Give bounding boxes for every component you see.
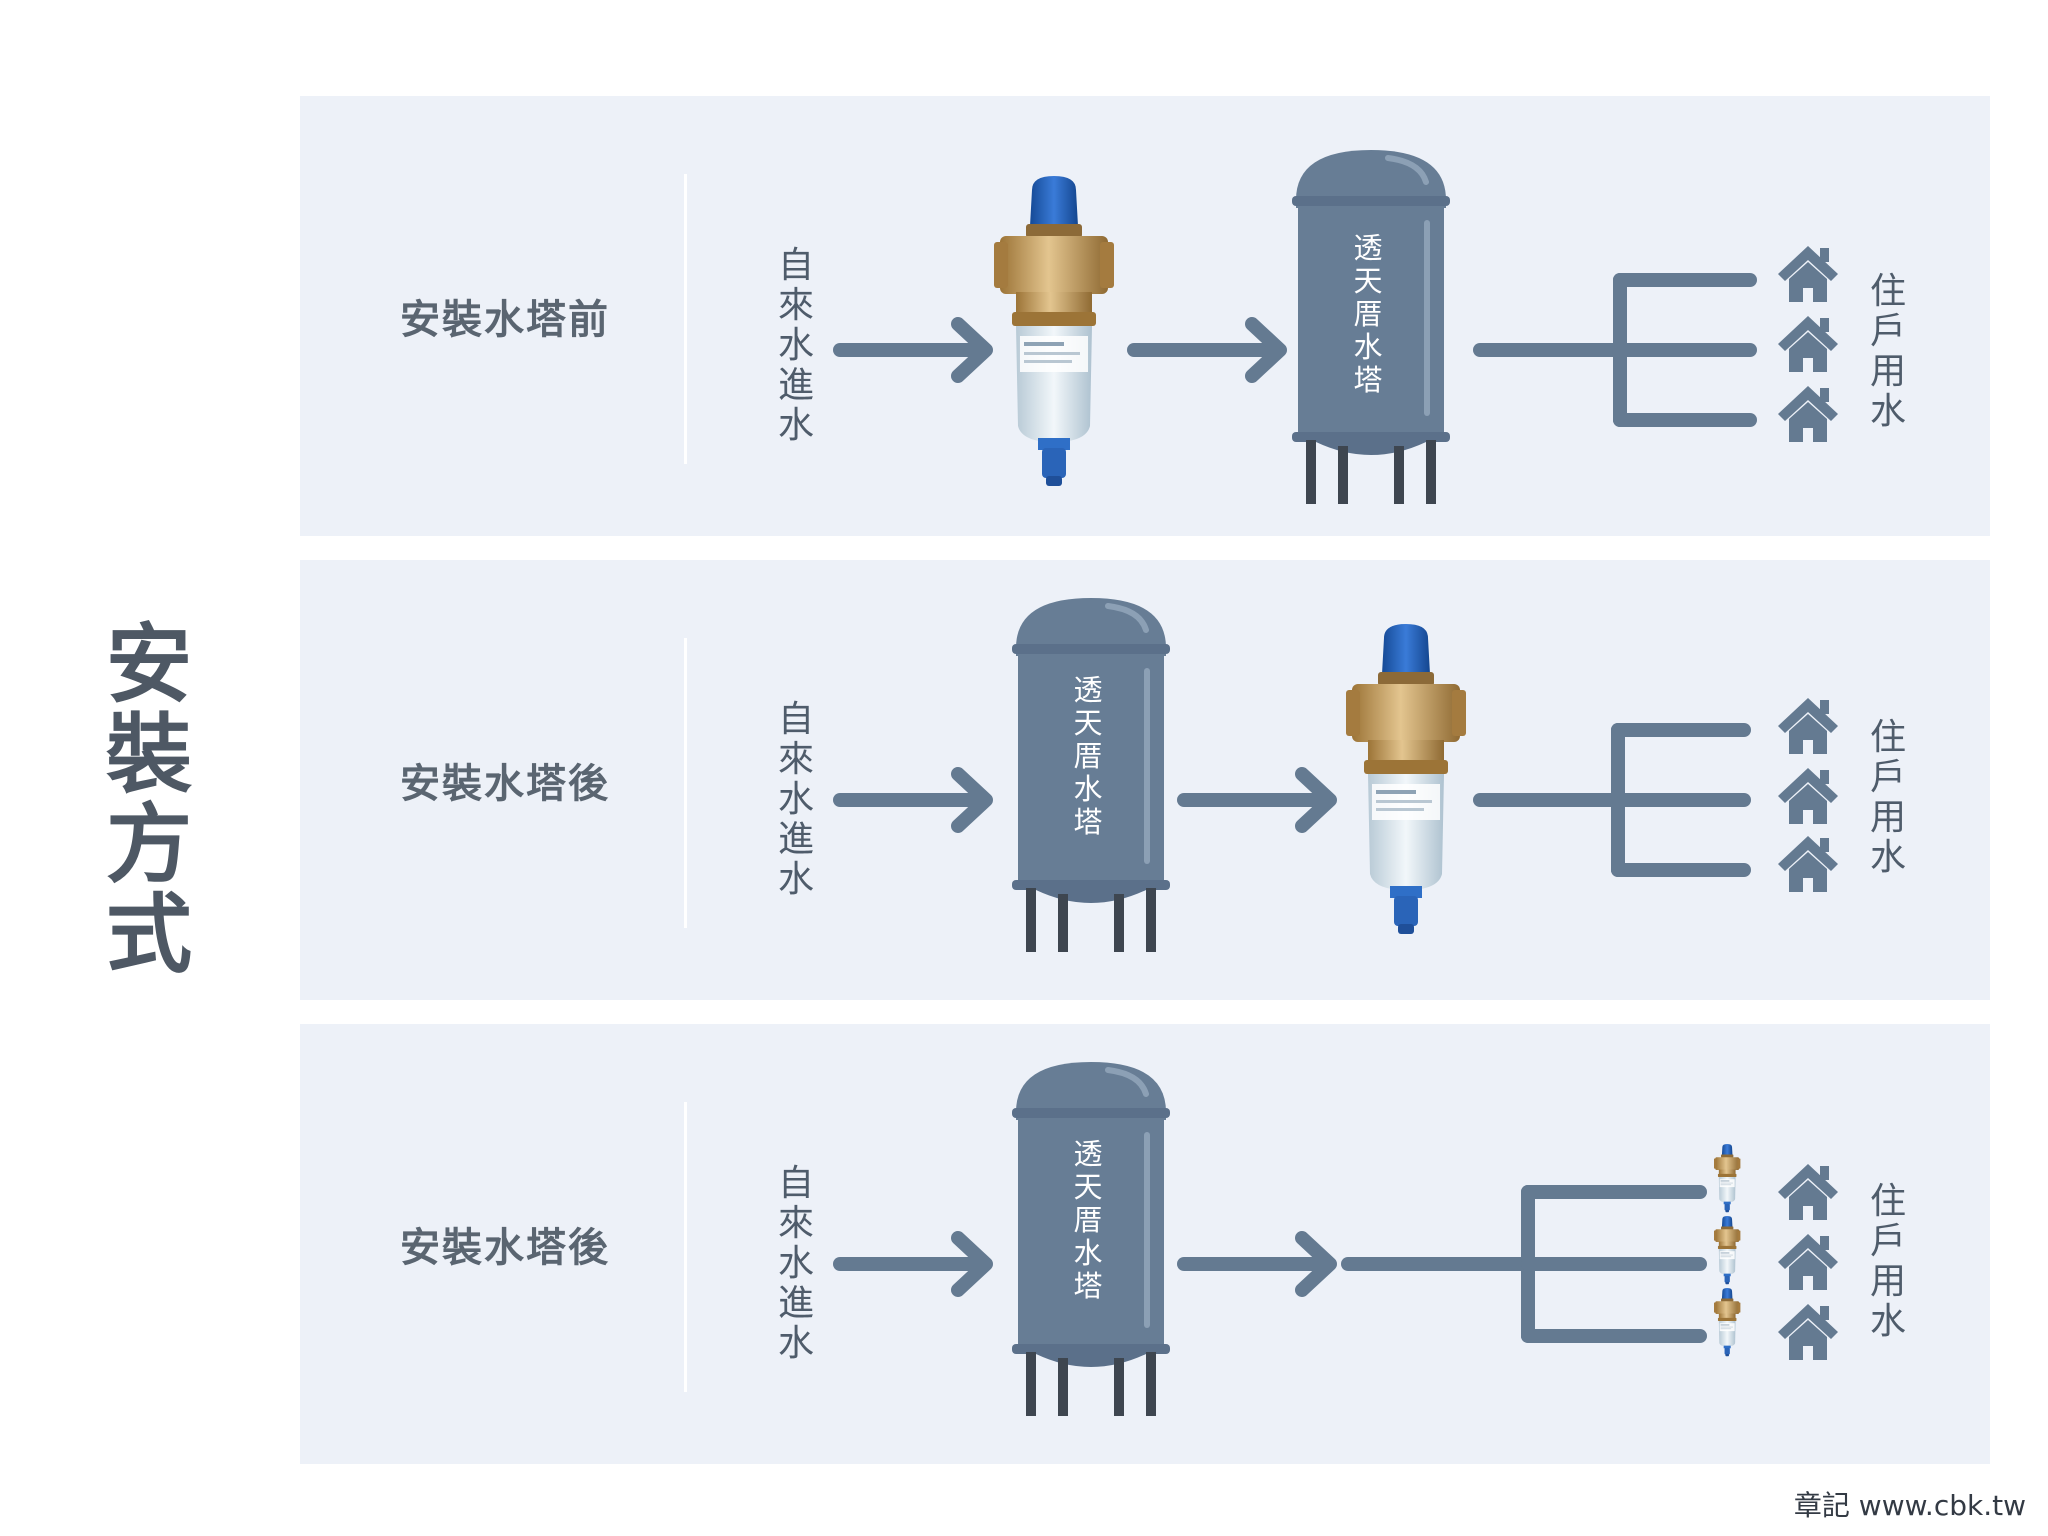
tank-char: 天 <box>1073 706 1102 740</box>
credit-text: 章記 www.cbk.tw <box>1793 1489 2026 1522</box>
panel-after-tank-point-of-use: 安裝水塔後 自 來 水 進 水 透 天 厝 水 塔 <box>300 1024 1990 1464</box>
tank-char: 天 <box>1073 1170 1102 1204</box>
tank-char: 天 <box>1353 264 1382 298</box>
house-icon <box>1778 246 1838 302</box>
divider <box>684 1102 687 1392</box>
distribution-pipe <box>1473 723 1751 877</box>
inlet-label: 自 來 水 進 水 <box>774 700 818 900</box>
outlet-char: 戶 <box>1869 1221 1906 1262</box>
outlet-char: 戶 <box>1869 757 1906 798</box>
outlet-char: 住 <box>1869 1181 1906 1222</box>
outlet-char: 水 <box>1869 837 1906 878</box>
panel-label: 安裝水塔後 <box>400 1225 610 1271</box>
inlet-char: 水 <box>777 779 814 820</box>
tank-char: 水 <box>1073 1236 1102 1270</box>
arrow-right-icon <box>833 1231 993 1297</box>
filter-icon <box>1714 1216 1741 1285</box>
house-icon <box>1778 1304 1838 1360</box>
inlet-label: 自 來 水 進 水 <box>774 246 818 446</box>
house-icon <box>1778 768 1838 824</box>
water-tank-icon: 透 天 厝 水 塔 <box>1012 1062 1170 1416</box>
inlet-char: 進 <box>777 819 814 860</box>
flow-diagram: 透 天 厝 水 塔 <box>833 1024 1838 1464</box>
panel-after-tank: 安裝水塔後 自 來 水 進 水 透 天 厝 水 塔 <box>300 560 1990 1000</box>
house-icon <box>1778 698 1838 754</box>
house-icon <box>1778 1164 1838 1220</box>
panel-before-tank: 安裝水塔前 自 來 水 進 水 透 天 厝 水 塔 <box>300 96 1990 536</box>
divider <box>684 638 687 928</box>
inlet-char: 自 <box>777 1163 814 1204</box>
filter-icon <box>1714 1288 1741 1357</box>
distribution-pipe <box>1473 273 1757 427</box>
tank-char: 厝 <box>1073 1203 1102 1237</box>
flow-diagram: 透 天 厝 水 塔 <box>833 96 1838 536</box>
house-icon <box>1778 836 1838 892</box>
side-title-char: 式 <box>106 885 192 985</box>
water-tank-icon: 透 天 厝 水 塔 <box>1012 598 1170 952</box>
arrow-right-icon <box>833 767 993 833</box>
inlet-char: 水 <box>777 1243 814 1284</box>
arrow-right-icon <box>833 317 993 383</box>
tank-char: 透 <box>1353 231 1382 265</box>
flow-diagram: 透 天 厝 水 塔 <box>833 560 1838 1000</box>
inlet-char: 來 <box>777 1203 814 1244</box>
tank-char: 透 <box>1073 1137 1102 1171</box>
inlet-char: 自 <box>777 245 814 286</box>
tank-char: 塔 <box>1073 1269 1102 1303</box>
tank-char: 水 <box>1353 330 1382 364</box>
inlet-char: 進 <box>777 1283 814 1324</box>
panel-label: 安裝水塔前 <box>400 297 610 343</box>
tank-char: 透 <box>1073 673 1102 707</box>
arrow-right-icon <box>1127 317 1287 383</box>
arrow-right-icon <box>1177 767 1337 833</box>
distribution-pipe <box>1341 1185 1707 1343</box>
house-icon <box>1778 386 1838 442</box>
inlet-char: 自 <box>777 699 814 740</box>
side-title: 安 裝 方 式 <box>104 620 194 980</box>
outlet-char: 用 <box>1869 797 1906 838</box>
tank-char: 塔 <box>1353 363 1382 397</box>
filter-icon <box>1714 1144 1741 1213</box>
inlet-char: 水 <box>777 405 814 446</box>
inlet-char: 進 <box>777 365 814 406</box>
tank-char: 塔 <box>1073 805 1102 839</box>
outlet-label: 住 戶 用 水 <box>1866 272 1910 432</box>
outlet-char: 水 <box>1869 391 1906 432</box>
water-tank-icon: 透 天 厝 水 塔 <box>1292 150 1450 504</box>
filter-icon <box>994 176 1114 486</box>
house-icon <box>1778 316 1838 372</box>
inlet-char: 來 <box>777 739 814 780</box>
outlet-char: 住 <box>1869 717 1906 758</box>
inlet-char: 水 <box>777 325 814 366</box>
outlet-label: 住 戶 用 水 <box>1866 1182 1910 1342</box>
outlet-char: 住 <box>1869 271 1906 312</box>
side-title-char: 安 <box>106 615 192 715</box>
outlet-char: 用 <box>1869 1261 1906 1302</box>
outlet-char: 水 <box>1869 1301 1906 1342</box>
tank-char: 水 <box>1073 772 1102 806</box>
arrow-right-icon <box>1177 1231 1337 1297</box>
inlet-char: 來 <box>777 285 814 326</box>
inlet-char: 水 <box>777 1323 814 1364</box>
tank-char: 厝 <box>1073 739 1102 773</box>
inlet-label: 自 來 水 進 水 <box>774 1164 818 1364</box>
side-title-char: 裝 <box>106 705 192 805</box>
panel-label: 安裝水塔後 <box>400 761 610 807</box>
tank-char: 厝 <box>1353 297 1382 331</box>
inlet-char: 水 <box>777 859 814 900</box>
divider <box>684 174 687 464</box>
side-title-char: 方 <box>106 795 192 895</box>
outlet-char: 用 <box>1869 351 1906 392</box>
house-icon <box>1778 1234 1838 1290</box>
filter-icon <box>1346 624 1466 934</box>
outlet-char: 戶 <box>1869 311 1906 352</box>
outlet-label: 住 戶 用 水 <box>1866 718 1910 878</box>
